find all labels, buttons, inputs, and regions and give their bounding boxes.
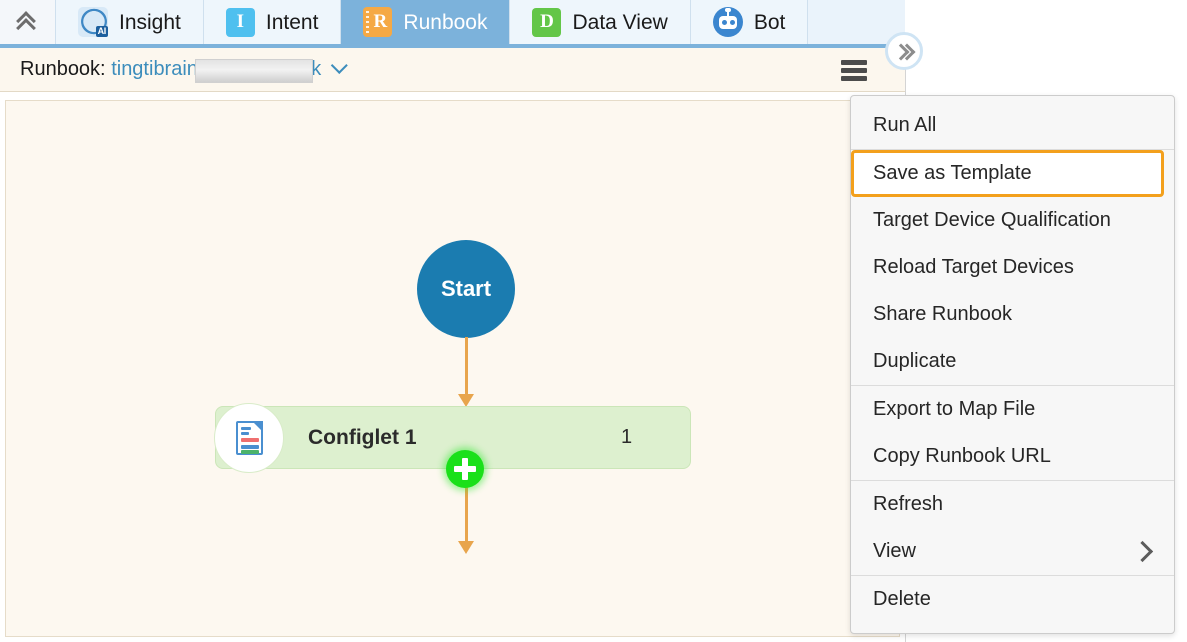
runbook-title-prefix: Runbook: — [20, 58, 106, 80]
runbook-name-start: tingti — [111, 58, 154, 80]
menu-item-duplicate[interactable]: Duplicate — [851, 338, 1174, 385]
menu-item-refresh[interactable]: Refresh — [851, 481, 1174, 528]
runbook-canvas[interactable]: Start Configlet 1 1 — [5, 100, 900, 637]
start-node-label: Start — [440, 276, 492, 301]
tab-data-view[interactable]: D Data View — [510, 0, 691, 44]
tab-bar: AI Insight I Intent R Runbook D Data Vie… — [0, 0, 905, 48]
tab-intent[interactable]: I Intent — [203, 0, 342, 44]
configlet-node-count: 1 — [621, 426, 633, 448]
runbook-header-bar: Runbook: tingtibraincom Runbook — [0, 48, 905, 92]
menu-item-export-to-map-file[interactable]: Export to Map File — [851, 386, 1174, 433]
expand-panel-button[interactable] — [885, 32, 923, 70]
menu-item-reload-target-devices[interactable]: Reload Target Devices — [851, 244, 1174, 291]
tab-intent-label: Intent — [265, 10, 319, 34]
double-chevron-up-icon — [17, 12, 39, 32]
insight-ai-icon: AI — [76, 4, 112, 39]
menu-group: Run All — [851, 102, 1174, 149]
add-node-button[interactable] — [446, 450, 484, 488]
tab-bot-label: Bot — [753, 10, 786, 34]
menu-item-label: Save as Template — [873, 162, 1032, 184]
double-chevron-right-icon — [895, 44, 913, 58]
arrow-head-icon — [458, 394, 474, 407]
menu-item-delete[interactable]: Delete — [851, 576, 1174, 623]
collapse-panel-button[interactable] — [0, 0, 56, 44]
menu-group: Delete — [851, 575, 1174, 623]
chevron-down-icon[interactable] — [330, 56, 348, 74]
redacted-name-overlay — [195, 59, 313, 83]
menu-item-label: Reload Target Devices — [873, 256, 1074, 278]
menu-item-label: Run All — [873, 114, 937, 136]
runbook-context-menu[interactable]: Run All Save as Template Target Device Q… — [850, 95, 1175, 634]
menu-item-target-device-qualification[interactable]: Target Device Qualification — [851, 197, 1174, 244]
bot-robot-icon — [712, 7, 743, 37]
edge-configlet-to-add — [465, 471, 468, 547]
menu-item-label: Target Device Qualification — [873, 209, 1111, 231]
menu-item-label: Copy Runbook URL — [873, 445, 1051, 467]
menu-item-label: View — [873, 540, 916, 562]
hamburger-menu-icon[interactable] — [841, 60, 867, 81]
configlet-icon-badge — [214, 403, 284, 473]
configlet-node-label: Configlet 1 — [308, 425, 417, 449]
menu-item-save-as-template[interactable]: Save as Template — [851, 150, 1164, 197]
menu-item-share-runbook[interactable]: Share Runbook — [851, 291, 1174, 338]
start-node[interactable]: Start — [417, 240, 515, 338]
tab-runbook[interactable]: R Runbook — [341, 0, 511, 44]
tab-data-view-label: Data View — [572, 10, 668, 34]
menu-group: Refresh View — [851, 480, 1174, 575]
menu-item-label: Duplicate — [873, 350, 957, 372]
arrow-head-icon-2 — [458, 541, 474, 554]
menu-item-label: Refresh — [873, 493, 944, 515]
tab-insight-label: Insight — [119, 10, 181, 34]
runbook-title[interactable]: Runbook: tingtibraincom Runbook — [20, 56, 348, 83]
menu-item-view[interactable]: View — [851, 528, 1174, 575]
tab-bot[interactable]: Bot — [690, 0, 809, 44]
chevron-right-icon — [1131, 540, 1154, 563]
tab-insight[interactable]: AI Insight — [56, 0, 204, 44]
menu-item-label: Export to Map File — [873, 398, 1036, 420]
intent-i-icon: I — [225, 7, 255, 37]
tab-runbook-label: Runbook — [403, 10, 488, 34]
menu-group: Export to Map File Copy Runbook URL — [851, 385, 1174, 480]
menu-item-copy-runbook-url[interactable]: Copy Runbook URL — [851, 433, 1174, 480]
menu-item-run-all[interactable]: Run All — [851, 102, 1174, 149]
edge-start-to-configlet — [465, 337, 468, 401]
menu-item-label: Share Runbook — [873, 303, 1012, 325]
runbook-book-icon: R — [363, 7, 393, 37]
configlet-document-icon — [235, 420, 263, 455]
menu-item-label: Delete — [873, 588, 931, 610]
data-view-d-icon: D — [532, 7, 562, 37]
menu-group: Save as Template Target Device Qualifica… — [851, 149, 1174, 385]
